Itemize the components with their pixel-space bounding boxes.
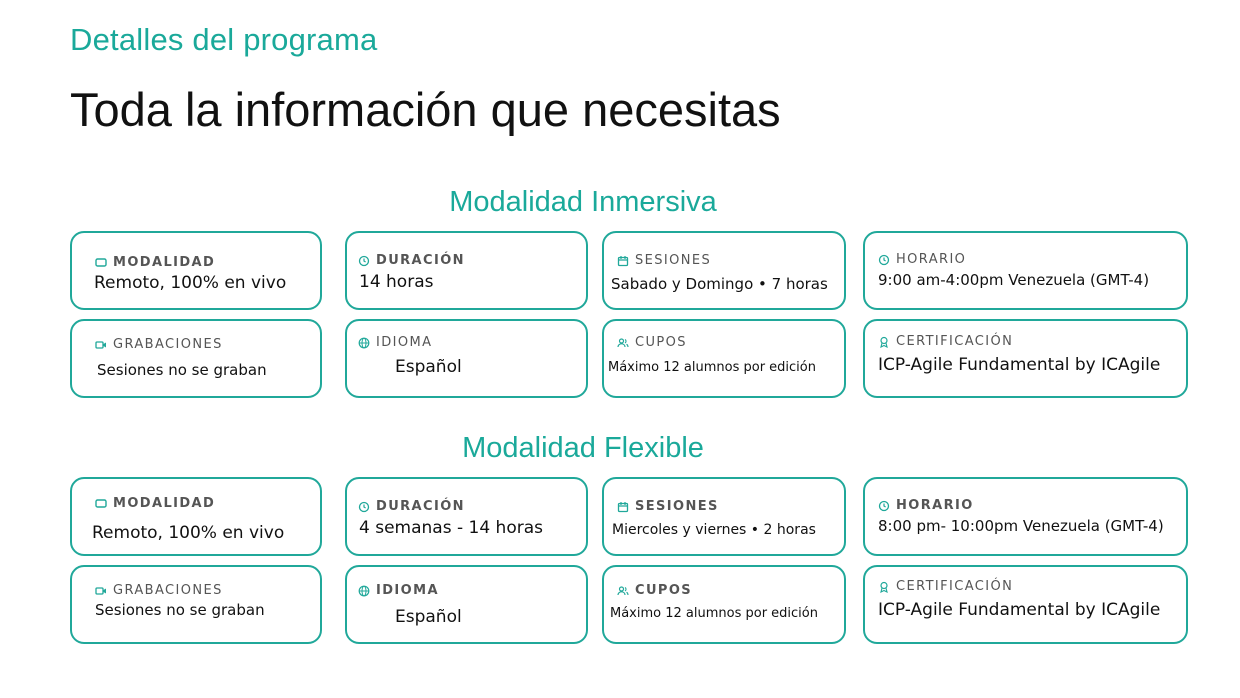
- users-icon: [616, 584, 629, 597]
- card-cupos: CUPOS Máximo 12 alumnos por edición: [602, 565, 846, 644]
- card-modalidad: MODALIDAD Remoto, 100% en vivo: [70, 231, 322, 310]
- card-label-text: SESIONES: [635, 253, 712, 268]
- card-label: MODALIDAD: [94, 255, 215, 270]
- card-certificacion: CERTIFICACIÓN ICP-Agile Fundamental by I…: [863, 565, 1188, 644]
- card-horario: HORARIO 9:00 am-4:00pm Venezuela (GMT-4): [863, 231, 1188, 310]
- card-value: ICP-Agile Fundamental by ICAgile: [878, 355, 1161, 375]
- card-value: Sesiones no se graban: [95, 601, 265, 619]
- card-grabaciones: GRABACIONES Sesiones no se graban: [70, 565, 322, 644]
- card-value: 9:00 am-4:00pm Venezuela (GMT-4): [878, 271, 1150, 289]
- card-label: GRABACIONES: [94, 583, 223, 598]
- card-value: Remoto, 100% en vivo: [94, 273, 287, 293]
- clock-icon: [877, 253, 890, 266]
- card-cupos: CUPOS Máximo 12 alumnos por edición: [602, 319, 846, 398]
- card-duracion: DURACIÓN 14 horas: [345, 231, 588, 310]
- card-value: Español: [395, 607, 462, 627]
- card-label-text: HORARIO: [896, 498, 974, 513]
- card-label: IDIOMA: [357, 335, 432, 350]
- card-label-text: DURACIÓN: [376, 253, 465, 268]
- card-sesiones: SESIONES Miercoles y viernes • 2 horas: [602, 477, 846, 556]
- globe-icon: [357, 584, 370, 597]
- card-label-text: CUPOS: [635, 583, 693, 598]
- card-value: 4 semanas - 14 horas: [359, 518, 543, 538]
- card-label: CUPOS: [616, 335, 687, 350]
- card-label: SESIONES: [616, 499, 719, 514]
- card-value: Español: [395, 357, 462, 377]
- card-label: GRABACIONES: [94, 337, 223, 352]
- award-icon: [877, 335, 890, 348]
- award-icon: [877, 580, 890, 593]
- card-label-text: CERTIFICACIÓN: [896, 579, 1014, 594]
- card-label-text: GRABACIONES: [113, 583, 223, 598]
- card-label-text: CERTIFICACIÓN: [896, 334, 1014, 349]
- section-title-inmersiva: Modalidad Inmersiva: [449, 186, 717, 218]
- card-label: CUPOS: [616, 583, 692, 598]
- section-eyebrow: Detalles del programa: [70, 22, 378, 57]
- card-idioma: IDIOMA Español: [345, 319, 588, 398]
- card-value: Máximo 12 alumnos por edición: [610, 606, 818, 621]
- card-label-text: GRABACIONES: [113, 337, 223, 352]
- card-modalidad: MODALIDAD Remoto, 100% en vivo: [70, 477, 322, 556]
- card-grabaciones: GRABACIONES Sesiones no se graban: [70, 319, 322, 398]
- card-value: ICP-Agile Fundamental by ICAgile: [878, 600, 1161, 620]
- video-icon: [94, 338, 107, 351]
- card-value: Máximo 12 alumnos por edición: [608, 360, 816, 375]
- card-idioma: IDIOMA Español: [345, 565, 588, 644]
- card-value: Remoto, 100% en vivo: [92, 523, 285, 543]
- card-label: MODALIDAD: [94, 496, 215, 511]
- card-label-text: MODALIDAD: [113, 255, 216, 270]
- card-label-text: SESIONES: [635, 499, 719, 514]
- card-label: IDIOMA: [357, 583, 439, 598]
- card-certificacion: CERTIFICACIÓN ICP-Agile Fundamental by I…: [863, 319, 1188, 398]
- card-duracion: DURACIÓN 4 semanas - 14 horas: [345, 477, 588, 556]
- card-label-text: CUPOS: [635, 335, 687, 350]
- card-value: 14 horas: [359, 272, 434, 292]
- calendar-icon: [616, 500, 629, 513]
- card-label: SESIONES: [616, 253, 711, 268]
- card-label: CERTIFICACIÓN: [877, 334, 1013, 349]
- card-value: Sesiones no se graban: [97, 361, 267, 379]
- clock-icon: [357, 500, 370, 513]
- screen-icon: [94, 497, 107, 510]
- card-label: DURACIÓN: [357, 499, 465, 514]
- card-label-text: DURACIÓN: [376, 499, 465, 514]
- card-label: HORARIO: [877, 252, 966, 267]
- section-title-flexible: Modalidad Flexible: [462, 432, 704, 464]
- card-label-text: IDIOMA: [376, 583, 439, 598]
- users-icon: [616, 336, 629, 349]
- page-title: Toda la información que necesitas: [70, 83, 781, 136]
- card-label: CERTIFICACIÓN: [877, 579, 1013, 594]
- globe-icon: [357, 336, 370, 349]
- card-label-text: HORARIO: [896, 252, 967, 267]
- video-icon: [94, 584, 107, 597]
- card-label: HORARIO: [877, 498, 974, 513]
- card-value: Sabado y Domingo • 7 horas: [611, 275, 828, 293]
- card-label-text: IDIOMA: [376, 335, 433, 350]
- calendar-icon: [616, 254, 629, 267]
- card-label-text: MODALIDAD: [113, 496, 216, 511]
- card-value: 8:00 pm- 10:00pm Venezuela (GMT-4): [878, 517, 1164, 535]
- card-label: DURACIÓN: [357, 253, 465, 268]
- clock-icon: [357, 254, 370, 267]
- card-horario: HORARIO 8:00 pm- 10:00pm Venezuela (GMT-…: [863, 477, 1188, 556]
- clock-icon: [877, 499, 890, 512]
- card-sesiones: SESIONES Sabado y Domingo • 7 horas: [602, 231, 846, 310]
- screen-icon: [94, 256, 107, 269]
- card-value: Miercoles y viernes • 2 horas: [612, 522, 816, 538]
